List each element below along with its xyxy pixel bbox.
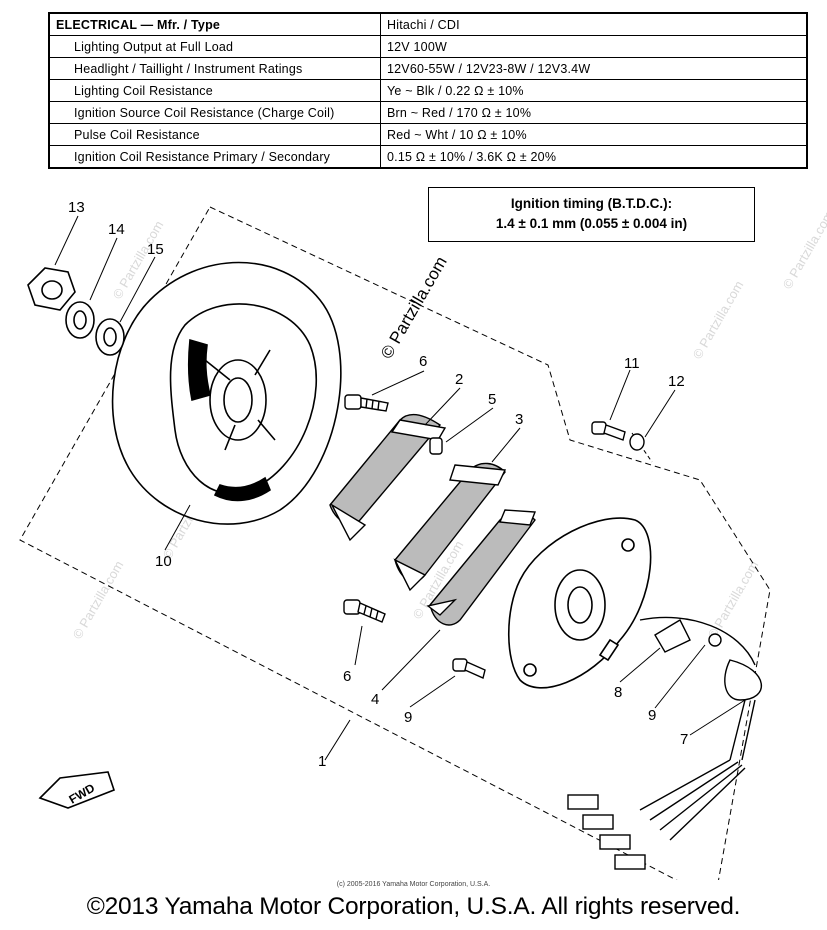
callout-label: 8 [614,684,622,701]
leader-lines [54,215,746,761]
spec-label: ELECTRICAL — Mfr. / Type [48,12,381,36]
washer-part [65,301,95,339]
exploded-parts-diagram: © Partzilla.com © Partzilla.com © Partzi… [19,199,827,880]
callout-label: 7 [680,731,688,748]
watermark: © Partzilla.com [70,558,127,641]
charge-coil [393,462,507,592]
spec-label: Ignition Coil Resistance Primary / Secon… [48,145,381,169]
callout-label: 3 [515,411,523,428]
spec-value: 12V 100W [380,35,808,58]
callout-label: 12 [668,373,685,390]
ignition-timing-box: Ignition timing (B.T.D.C.): 1.4 ± 0.1 mm… [428,187,755,242]
spec-row: Lighting Output at Full Load 12V 100W [48,35,808,58]
ignition-timing-title: Ignition timing (B.T.D.C.): [510,196,673,211]
callout-label: 6 [419,353,427,370]
callout-label: 14 [108,221,125,238]
callout-labels: 13 14 15 6 2 5 3 11 12 10 6 4 9 8 9 7 1 [68,199,688,770]
spec-row: Headlight / Taillight / Instrument Ratin… [48,57,808,80]
wire-harness [567,616,763,870]
spec-row: Pulse Coil Resistance Red ~ Wht / 10 Ω ±… [48,123,808,146]
callout-label: 5 [488,391,496,408]
callout-label: 6 [343,668,351,685]
watermark-main: © Partzilla.com [377,253,451,362]
nut-part [27,267,76,311]
spec-label: Lighting Coil Resistance [48,79,381,102]
spec-row: Ignition Coil Resistance Primary / Secon… [48,145,808,169]
callout-label: 4 [371,691,379,708]
washer-part [95,318,125,356]
callout-label: 9 [404,709,412,726]
watermark: © Partzilla.com [690,278,747,361]
spec-value: Ye ~ Blk / 0.22 Ω ± 10% [380,79,808,102]
callout-label: 10 [155,553,172,570]
spec-value: Hitachi / CDI [380,12,808,36]
watermark: © Partzilla.com [705,558,762,641]
spec-label: Headlight / Taillight / Instrument Ratin… [48,57,381,80]
spec-row: Ignition Source Coil Resistance (Charge … [48,101,808,124]
spec-label: Lighting Output at Full Load [48,35,381,58]
callout-label: 13 [68,199,85,216]
watermark: © Partzilla.com [780,208,827,291]
pulse-coil [426,509,536,626]
spec-label: Pulse Coil Resistance [48,123,381,146]
screw-part [343,599,386,623]
fwd-arrow-icon: FWD [38,771,115,809]
copyright-small-text: (c) 2005-2016 Yamaha Motor Corporation, … [336,881,491,888]
spec-value: Brn ~ Red / 170 Ω ± 10% [380,101,808,124]
spacer-part [429,437,443,455]
copyright-notice: ©2013 Yamaha Motor Corporation, U.S.A. A… [86,893,741,920]
callout-label: 9 [648,707,656,724]
spec-value: Red ~ Wht / 10 Ω ± 10% [380,123,808,146]
flywheel-rotor [111,261,342,525]
stator-base-plate [508,517,652,689]
screw-part [344,394,389,412]
spec-row: Lighting Coil Resistance Ye ~ Blk / 0.22… [48,79,808,102]
callout-label: 15 [147,241,164,258]
screw-part [591,421,626,441]
callout-label: 1 [318,753,326,770]
lighting-coil [329,413,447,542]
spec-label: Ignition Source Coil Resistance (Charge … [48,101,381,124]
screw-part [452,658,486,679]
ignition-timing-value: 1.4 ± 0.1 mm (0.055 ± 0.004 in) [495,216,688,231]
washer-part [629,433,645,451]
wire-clamp-part [654,619,722,653]
spec-value: 12V60-55W / 12V23-8W / 12V3.4W [380,57,808,80]
spec-row: ELECTRICAL — Mfr. / Type Hitachi / CDI [48,12,808,36]
electrical-spec-table: ELECTRICAL — Mfr. / Type Hitachi / CDI L… [48,12,808,169]
spec-value: 0.15 Ω ± 10% / 3.6K Ω ± 20% [380,145,808,169]
callout-label: 11 [624,355,640,372]
callout-label: 2 [455,371,463,388]
assembly-boundary-dashed [19,206,771,880]
